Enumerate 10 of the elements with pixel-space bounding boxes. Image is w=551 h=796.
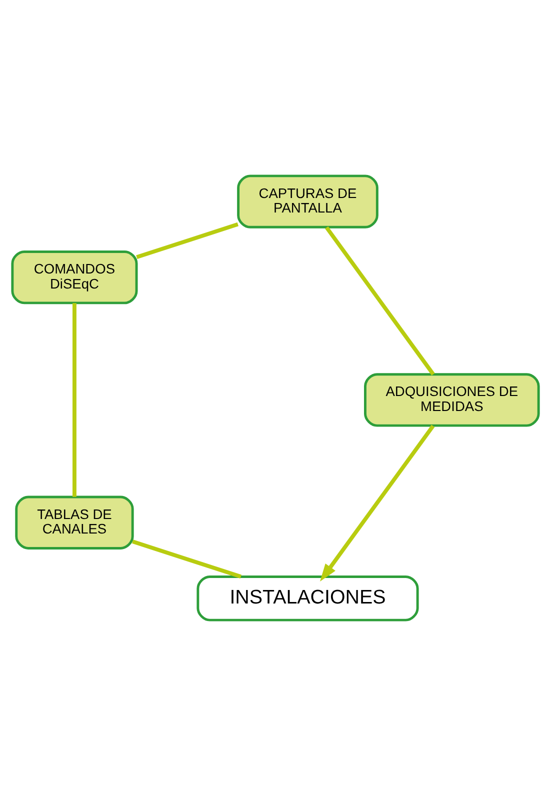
node-box: INSTALACIONES [196, 576, 419, 622]
connector [72, 303, 76, 497]
node-box: TABLAS DE CANALES [15, 496, 134, 550]
arrow [320, 424, 435, 582]
connector [324, 226, 435, 376]
connector [136, 222, 238, 259]
connector [132, 540, 242, 579]
node-box: ADQUISICIONES DE MEDIDAS [364, 373, 540, 427]
node-box: CAPTURAS DE PANTALLA [237, 174, 378, 228]
node-box: COMANDOS DiSEqC [11, 250, 138, 304]
